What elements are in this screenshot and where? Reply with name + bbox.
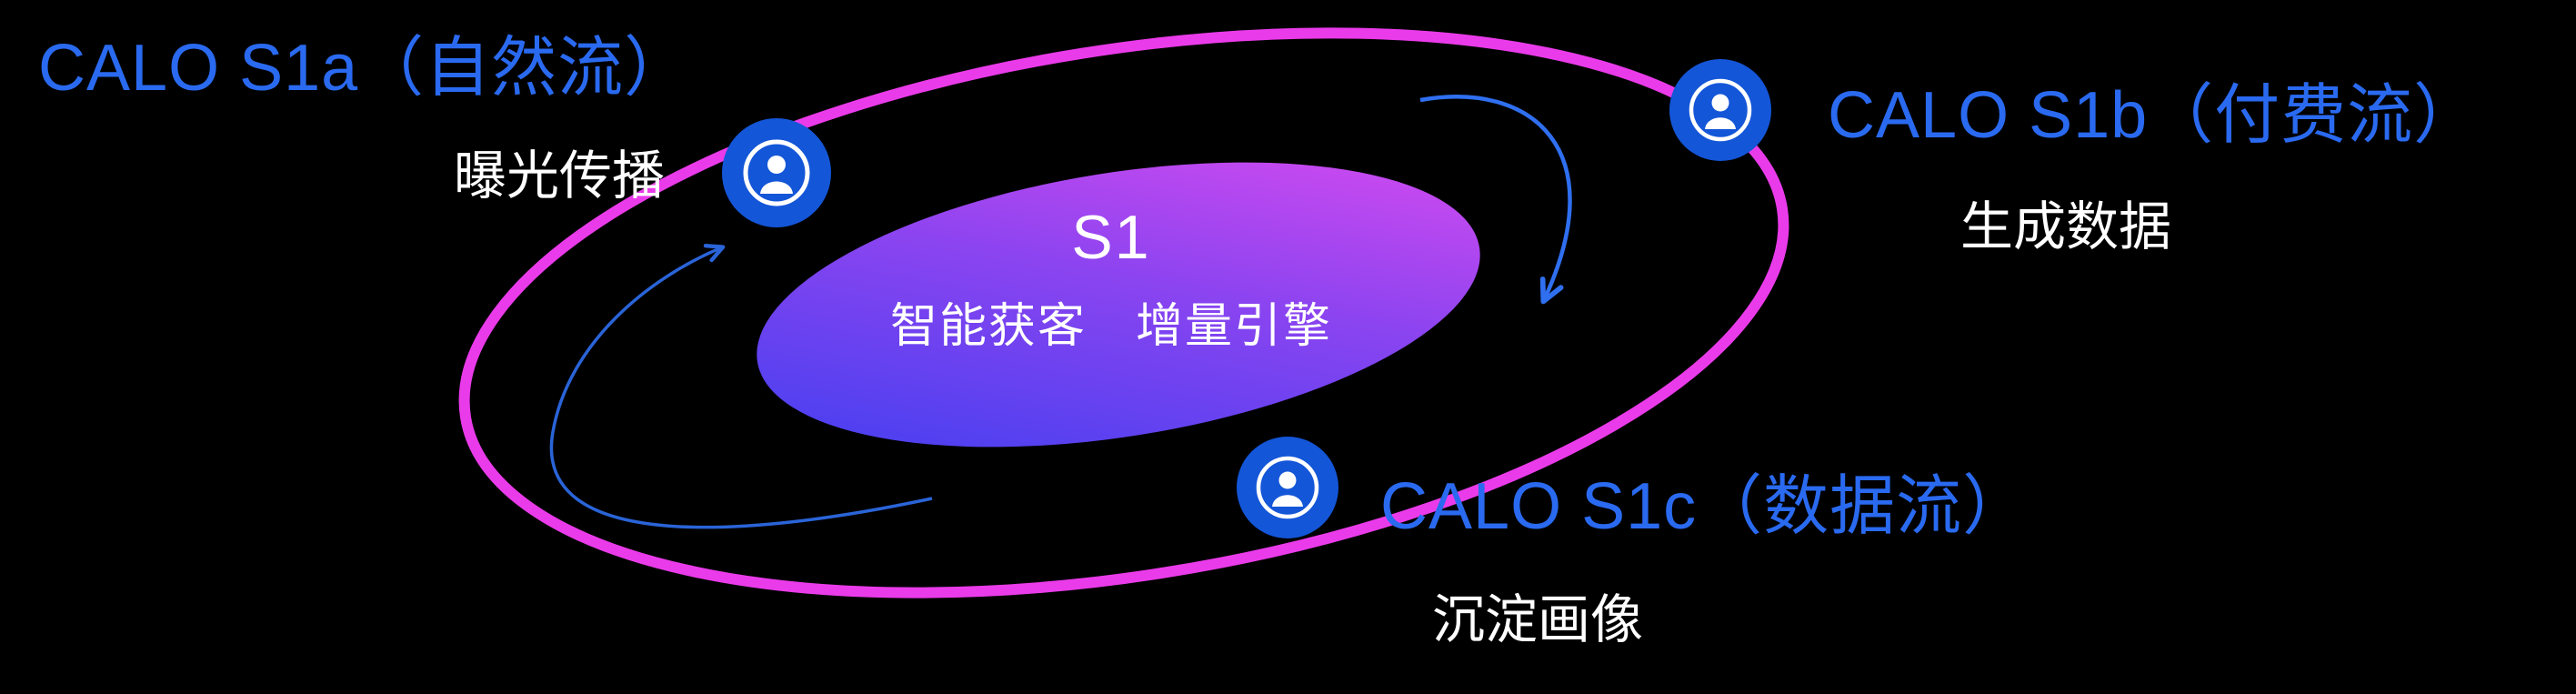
center-text-block: S1 智能获客 增量引擎 (890, 202, 1332, 356)
node-s1c-subtitle: 沉淀画像 (1432, 590, 1644, 649)
flow-arrow-right (1419, 95, 1572, 305)
flow-arrow-left (549, 243, 933, 529)
center-title: S1 (1071, 203, 1151, 272)
node-s1b-title: CALO S1b（付费流） (1828, 79, 2481, 152)
node-s1c-title: CALO S1c（数据流） (1380, 470, 2030, 543)
center-ellipse (757, 162, 1480, 448)
node-s1a-subtitle: 曝光传播 (454, 146, 666, 206)
orbit-ring (458, 27, 1789, 598)
node-s1b-subtitle: 生成数据 (1960, 197, 2172, 256)
person-icon (1669, 59, 1771, 161)
node-s1a-title: CALO S1a（自然流） (38, 32, 691, 105)
center-subtitle: 智能获客 增量引擎 (889, 300, 1333, 353)
person-icon (1237, 437, 1338, 538)
person-icon (722, 118, 831, 227)
